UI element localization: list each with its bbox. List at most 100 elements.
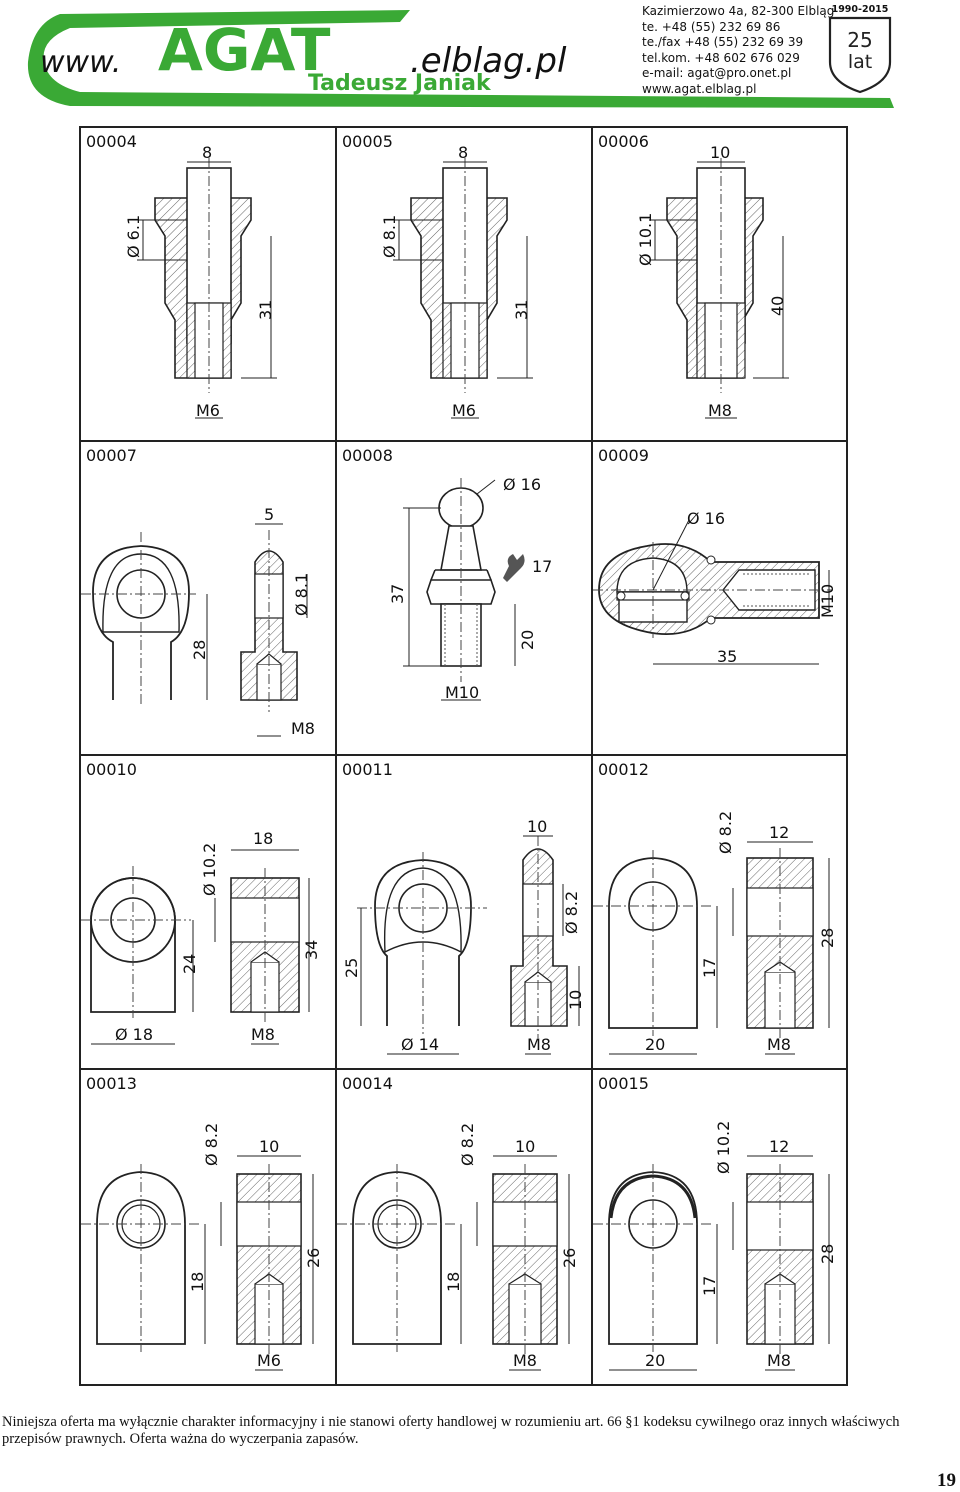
part-drawing: Ø 8.2 10 26 18 M6 xyxy=(81,1123,323,1371)
dim-center: 24 xyxy=(180,954,199,974)
wrench-icon xyxy=(503,554,525,582)
part-cell-00015: 00015 Ø 10.2 12 17 28 20 M8 xyxy=(593,1070,846,1384)
part-cell-00009: 00009 Ø 16 M10 35 xyxy=(593,442,846,756)
dim-width: 10 xyxy=(710,143,730,162)
contact-mobile: tel.kom. +48 602 676 029 xyxy=(642,50,800,65)
dim-width: 5 xyxy=(264,505,274,524)
dim-center: 17 xyxy=(700,1276,719,1296)
part-cell-00014: 00014 Ø 8.2 10 26 18 M8 xyxy=(337,1070,593,1384)
part-drawing: 5 Ø 8.1 28 M8 xyxy=(81,505,315,738)
part-drawing: 10 Ø 8.2 25 10 Ø 14 M8 xyxy=(342,817,585,1055)
dim-hole: Ø 10.2 xyxy=(200,843,219,896)
part-code: 00010 xyxy=(86,760,137,779)
dim-length: 34 xyxy=(302,940,321,960)
dim-width: 8 xyxy=(458,143,468,162)
badge-unit: lat xyxy=(847,51,873,73)
dim-length: 28 xyxy=(818,928,837,948)
part-cell-00011: 00011 10 Ø 8.2 25 10 Ø 14 M8 xyxy=(337,756,593,1070)
contact-fax: te./fax +48 (55) 232 69 39 xyxy=(642,35,804,49)
contact-address: Kazimierzowo 4a, 82-300 Elbląg xyxy=(642,4,835,18)
part-drawing: 8 Ø 8.1 31 M6 xyxy=(380,143,533,420)
logo-prefix: www. xyxy=(40,45,121,80)
part-cell-00008: 00008 Ø 16 17 37 20 M10 xyxy=(337,442,593,756)
part-drawing: Ø 10.2 12 17 28 20 M8 xyxy=(593,1121,837,1371)
part-cell-00006: 00006 10 Ø 10.1 40 M8 xyxy=(593,128,846,442)
part-drawing: Ø 8.2 12 17 28 20 M8 xyxy=(593,811,837,1055)
dim-thread: M8 xyxy=(708,401,732,420)
company-logo: www. AGAT .elblag.pl Tadeusz Janiak xyxy=(27,10,895,108)
dim-thread: M6 xyxy=(452,401,476,420)
contact-email: e-mail: agat@pro.onet.pl xyxy=(642,66,792,80)
dim-thread: M8 xyxy=(767,1351,791,1370)
badge-years: 1990-2015 xyxy=(831,4,889,15)
dim-length: 26 xyxy=(304,1248,323,1268)
part-code: 00006 xyxy=(598,132,649,151)
dim-width: 10 xyxy=(527,817,547,836)
part-cell-00012: 00012 Ø 8.2 12 17 28 20 M8 xyxy=(593,756,846,1070)
dim-center: 18 xyxy=(188,1272,207,1292)
part-drawing: 18 Ø 10.2 24 34 Ø 18 M8 xyxy=(81,829,321,1045)
shield-icon xyxy=(828,16,892,94)
dim-ball: Ø 16 xyxy=(503,475,541,494)
dim-width: 8 xyxy=(202,143,212,162)
part-code: 00009 xyxy=(598,446,649,465)
part-cell-00007: 00007 5 Ø 8.1 28 M8 xyxy=(81,442,337,756)
part-cell-00010: 00010 18 Ø 10.2 24 34 Ø 18 M8 xyxy=(81,756,337,1070)
dim-width: 12 xyxy=(769,1137,789,1156)
part-drawing: 10 Ø 10.1 40 M8 xyxy=(636,143,789,420)
dim-thread: M6 xyxy=(196,401,220,420)
part-code: 00005 xyxy=(342,132,393,151)
part-code: 00013 xyxy=(86,1074,137,1093)
dim-thread-length: 20 xyxy=(518,630,537,650)
dim-center: 17 xyxy=(700,958,719,978)
dim-hole: Ø 8.1 xyxy=(380,215,399,258)
dim-width: 18 xyxy=(253,829,273,848)
parts-grid: 00004 8 Ø 6.1 31 M6 00005 xyxy=(79,126,848,1386)
dim-width-base: 20 xyxy=(645,1035,665,1054)
dim-height: 37 xyxy=(388,584,407,604)
contact-info: Kazimierzowo 4a, 82-300 Elbląg te. +48 (… xyxy=(642,4,834,97)
dim-length: 25 xyxy=(342,958,361,978)
logo-brand: AGAT xyxy=(158,16,331,84)
logo-suffix: .elblag.pl xyxy=(410,41,567,81)
part-code: 00011 xyxy=(342,760,393,779)
page-number: 19 xyxy=(937,1470,956,1491)
part-code: 00012 xyxy=(598,760,649,779)
dim-hole: Ø 6.1 xyxy=(124,215,143,258)
dim-length: 26 xyxy=(560,1248,579,1268)
dim-length: 31 xyxy=(256,300,275,320)
logo-owner-name: Tadeusz Janiak xyxy=(308,71,492,96)
dim-length: 40 xyxy=(768,296,787,316)
dim-width: 10 xyxy=(515,1137,535,1156)
disclaimer-text: Niniejsza oferta ma wyłącznie charakter … xyxy=(2,1414,900,1447)
dim-thread-depth: 10 xyxy=(566,990,585,1010)
dim-hole: Ø 8.2 xyxy=(716,811,735,854)
dim-wrench: 17 xyxy=(532,557,552,576)
dim-thread: M8 xyxy=(291,719,315,738)
dim-width: 10 xyxy=(259,1137,279,1156)
part-cell-00004: 00004 8 Ø 6.1 31 M6 xyxy=(81,128,337,442)
dim-thread: M8 xyxy=(767,1035,791,1054)
badge-number: 25 xyxy=(847,28,873,52)
dim-hole: Ø 8.1 xyxy=(292,573,311,616)
dim-width-base: 20 xyxy=(645,1351,665,1370)
dim-hole: Ø 8.2 xyxy=(202,1123,221,1166)
dim-diameter: Ø 18 xyxy=(115,1025,153,1044)
part-drawing: Ø 8.2 10 26 18 M8 xyxy=(337,1123,579,1371)
dim-center: 18 xyxy=(444,1272,463,1292)
part-drawing: Ø 16 17 37 20 M10 xyxy=(388,475,552,702)
dim-length: 28 xyxy=(818,1244,837,1264)
dim-hole: Ø 8.2 xyxy=(458,1123,477,1166)
dim-length: 31 xyxy=(512,300,531,320)
dim-diameter: Ø 14 xyxy=(401,1035,439,1054)
dim-length: 35 xyxy=(717,647,737,666)
part-cell-00005: 00005 8 Ø 8.1 31 M6 xyxy=(337,128,593,442)
part-code: 00004 xyxy=(86,132,137,151)
dim-thread: M10 xyxy=(445,683,479,702)
dim-width: 12 xyxy=(769,823,789,842)
contact-phone: te. +48 (55) 232 69 86 xyxy=(642,19,781,34)
dim-thread: M6 xyxy=(257,1351,281,1370)
page-header: www. AGAT .elblag.pl Tadeusz Janiak Kazi… xyxy=(0,0,960,112)
part-cell-00013: 00013 Ø 8.2 10 26 18 M6 xyxy=(81,1070,337,1384)
anniversary-badge: 1990-2015 25 lat xyxy=(826,4,894,96)
